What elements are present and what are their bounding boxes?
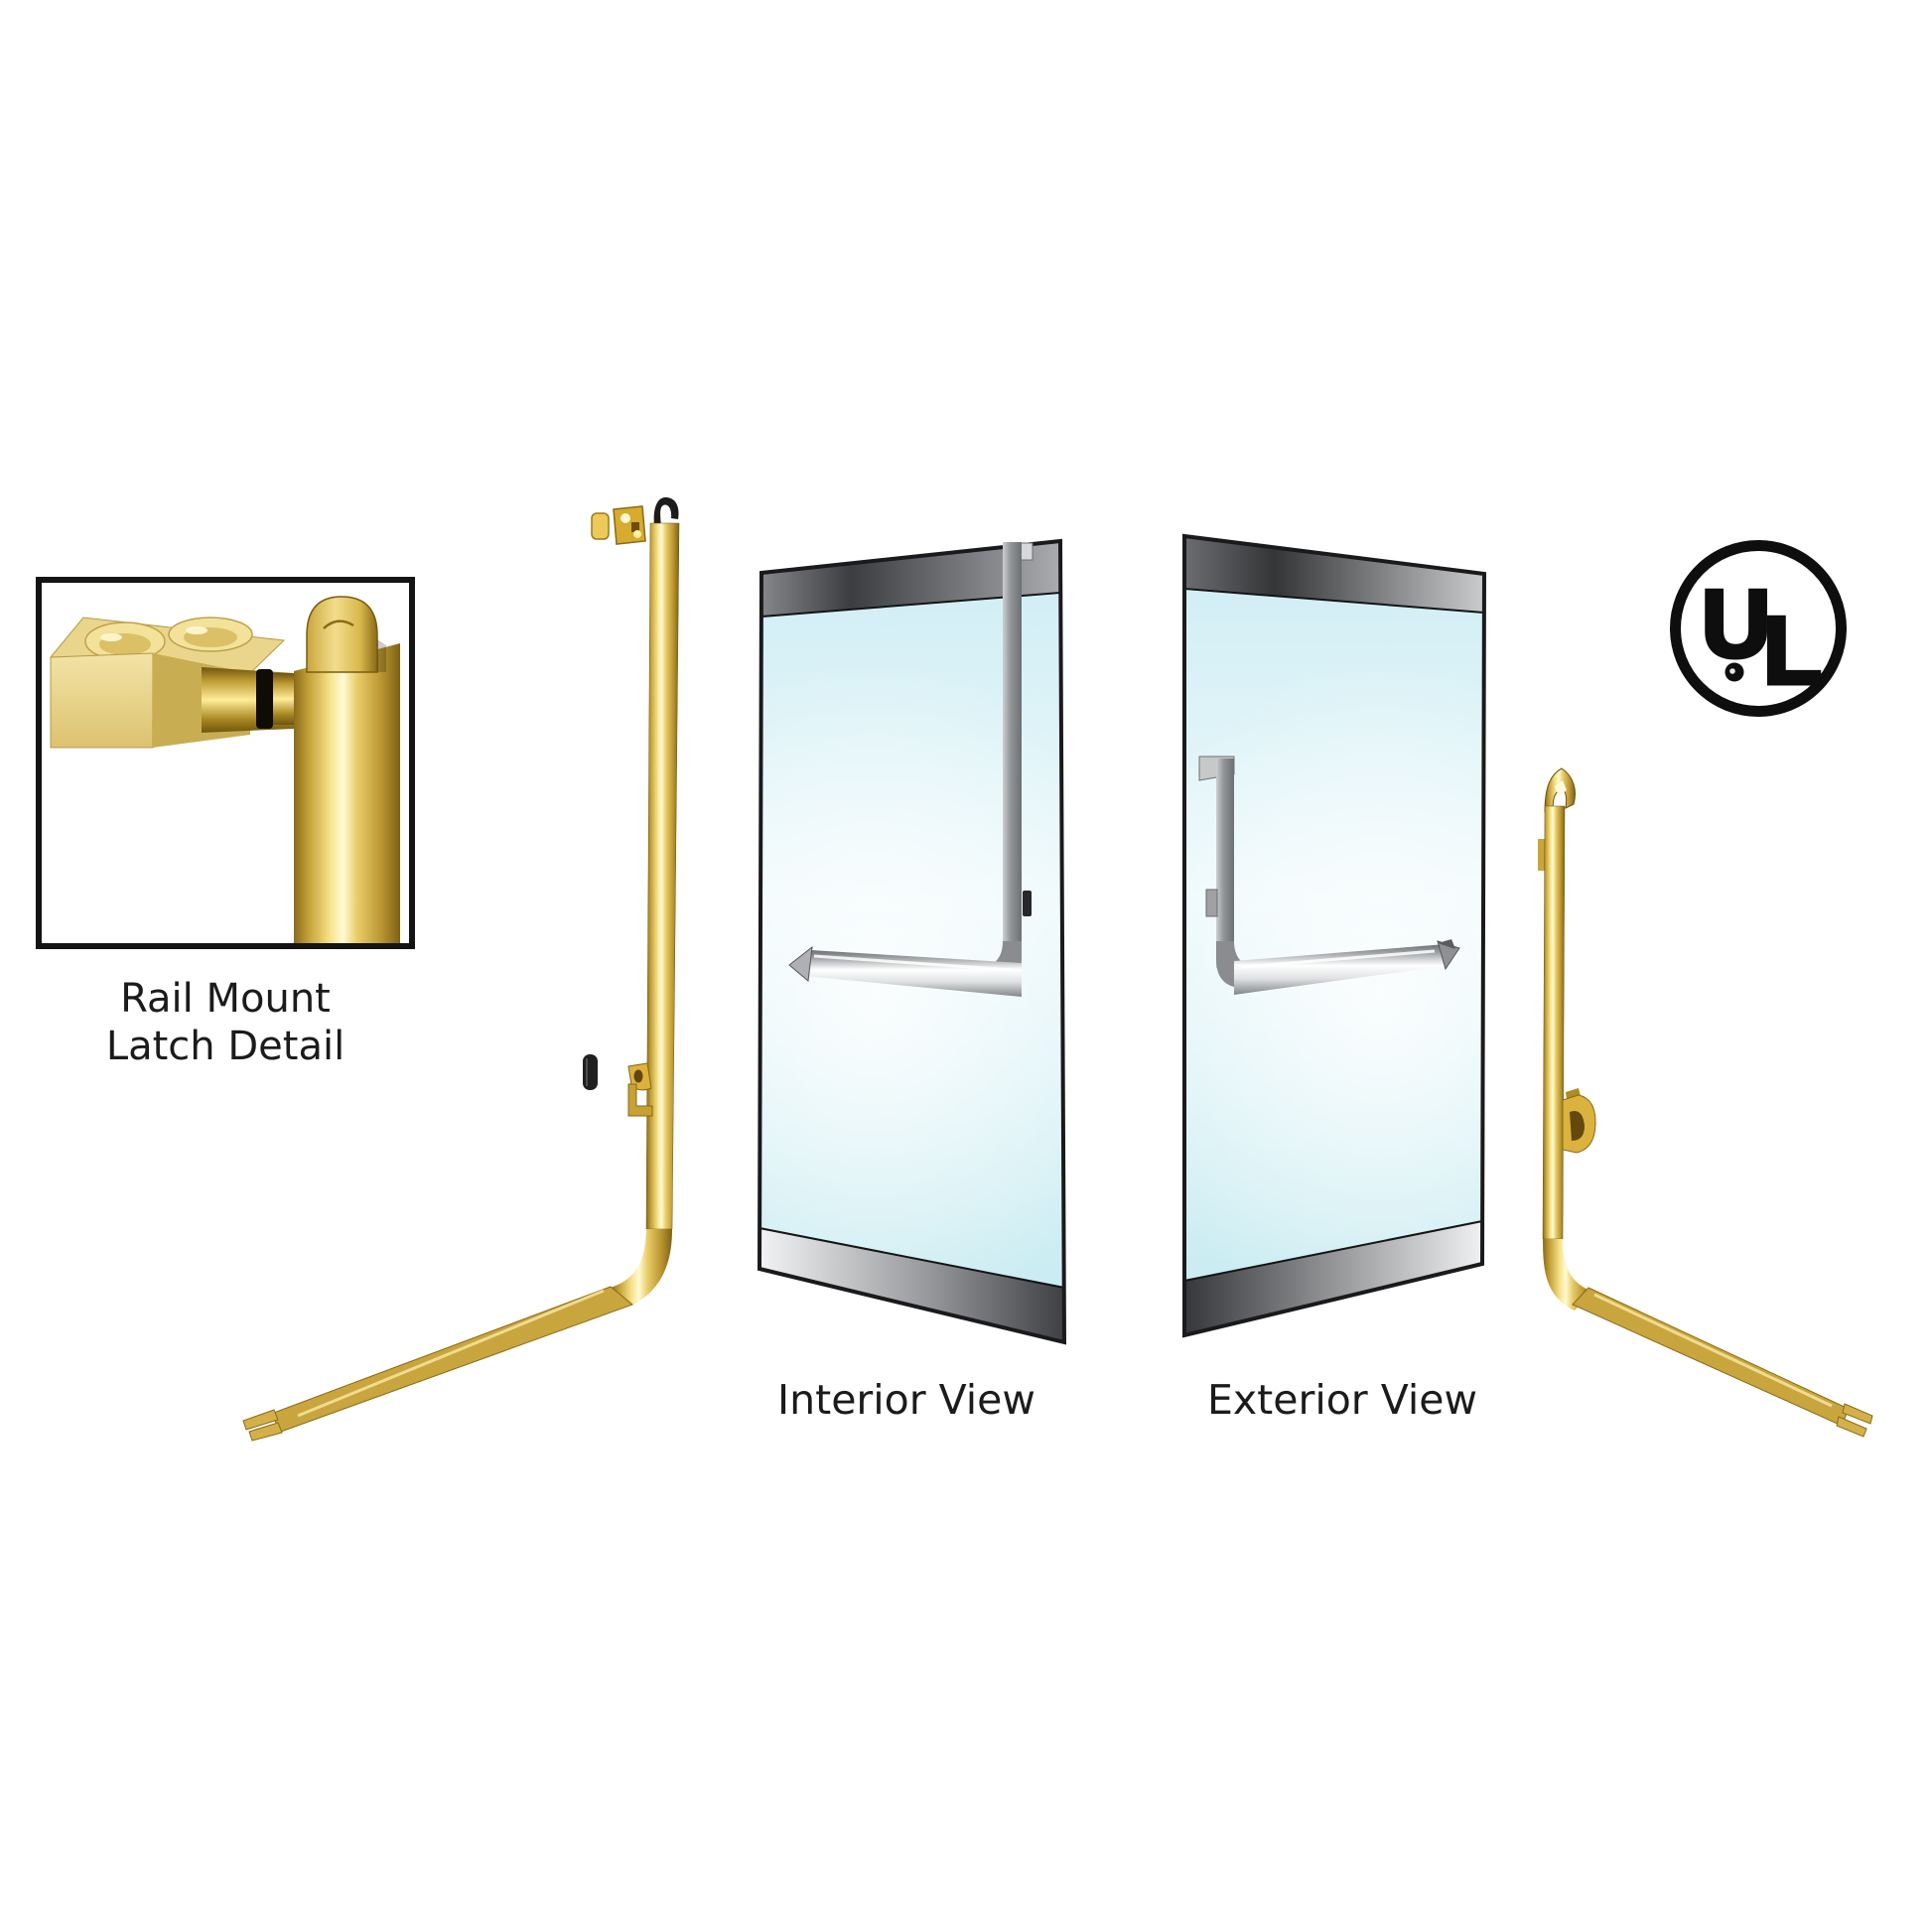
rail-mount-latch-keeper [627,1062,653,1117]
exterior-handle-assembly-brass [1538,767,1873,1438]
brass-handle-bar [270,1286,633,1433]
brass-rail-rod [1542,805,1566,1240]
ul-certification-icon: U L [1670,540,1847,717]
inset-detail-box [36,577,415,949]
brass-rail-rod [645,522,680,1230]
exterior-latch-rail [1198,756,1460,995]
brass-rod-bend [611,1229,672,1307]
cylinder-latch-housing [1562,1088,1596,1154]
interior-latch-rail [788,542,1034,997]
exterior-view-label: Exterior View [1207,1376,1477,1424]
exterior-latch-tab [1205,889,1218,917]
fork-tip [242,1409,279,1431]
exterior-door [1182,533,1487,1338]
top-latch-hook [653,496,679,526]
rail-mount-latch-illustration [50,596,400,943]
latch-keeper-bracket [613,505,646,545]
interior-latch-tab [1023,891,1032,916]
fork-tip [1836,1416,1867,1438]
inset-caption: Rail Mount Latch Detail [36,975,415,1070]
interior-handle-bar [803,950,1022,997]
fork-tip [1842,1403,1873,1425]
exterior-handle-bar [1234,944,1451,995]
ul-letter-l: L [1763,598,1822,704]
fork-tip [248,1422,283,1442]
inset-caption-line2: Latch Detail [105,1024,345,1069]
exterior-door-outline [1182,533,1487,1338]
inset-caption-line1: Rail Mount [120,976,331,1022]
mount-flange [1538,839,1546,871]
interior-handle-assembly-brass [242,496,680,1442]
latch-peg [583,1054,598,1090]
brass-rod-top-bend [1544,767,1576,813]
latch-keeper-cap [591,512,610,540]
brass-rod-bend [1543,1239,1592,1311]
ul-letter-u: U [1702,571,1770,677]
interior-door [757,538,1067,1345]
interior-door-outline [757,538,1067,1345]
interior-view-label: Interior View [777,1376,1035,1424]
brass-handle-bar [1572,1287,1850,1427]
